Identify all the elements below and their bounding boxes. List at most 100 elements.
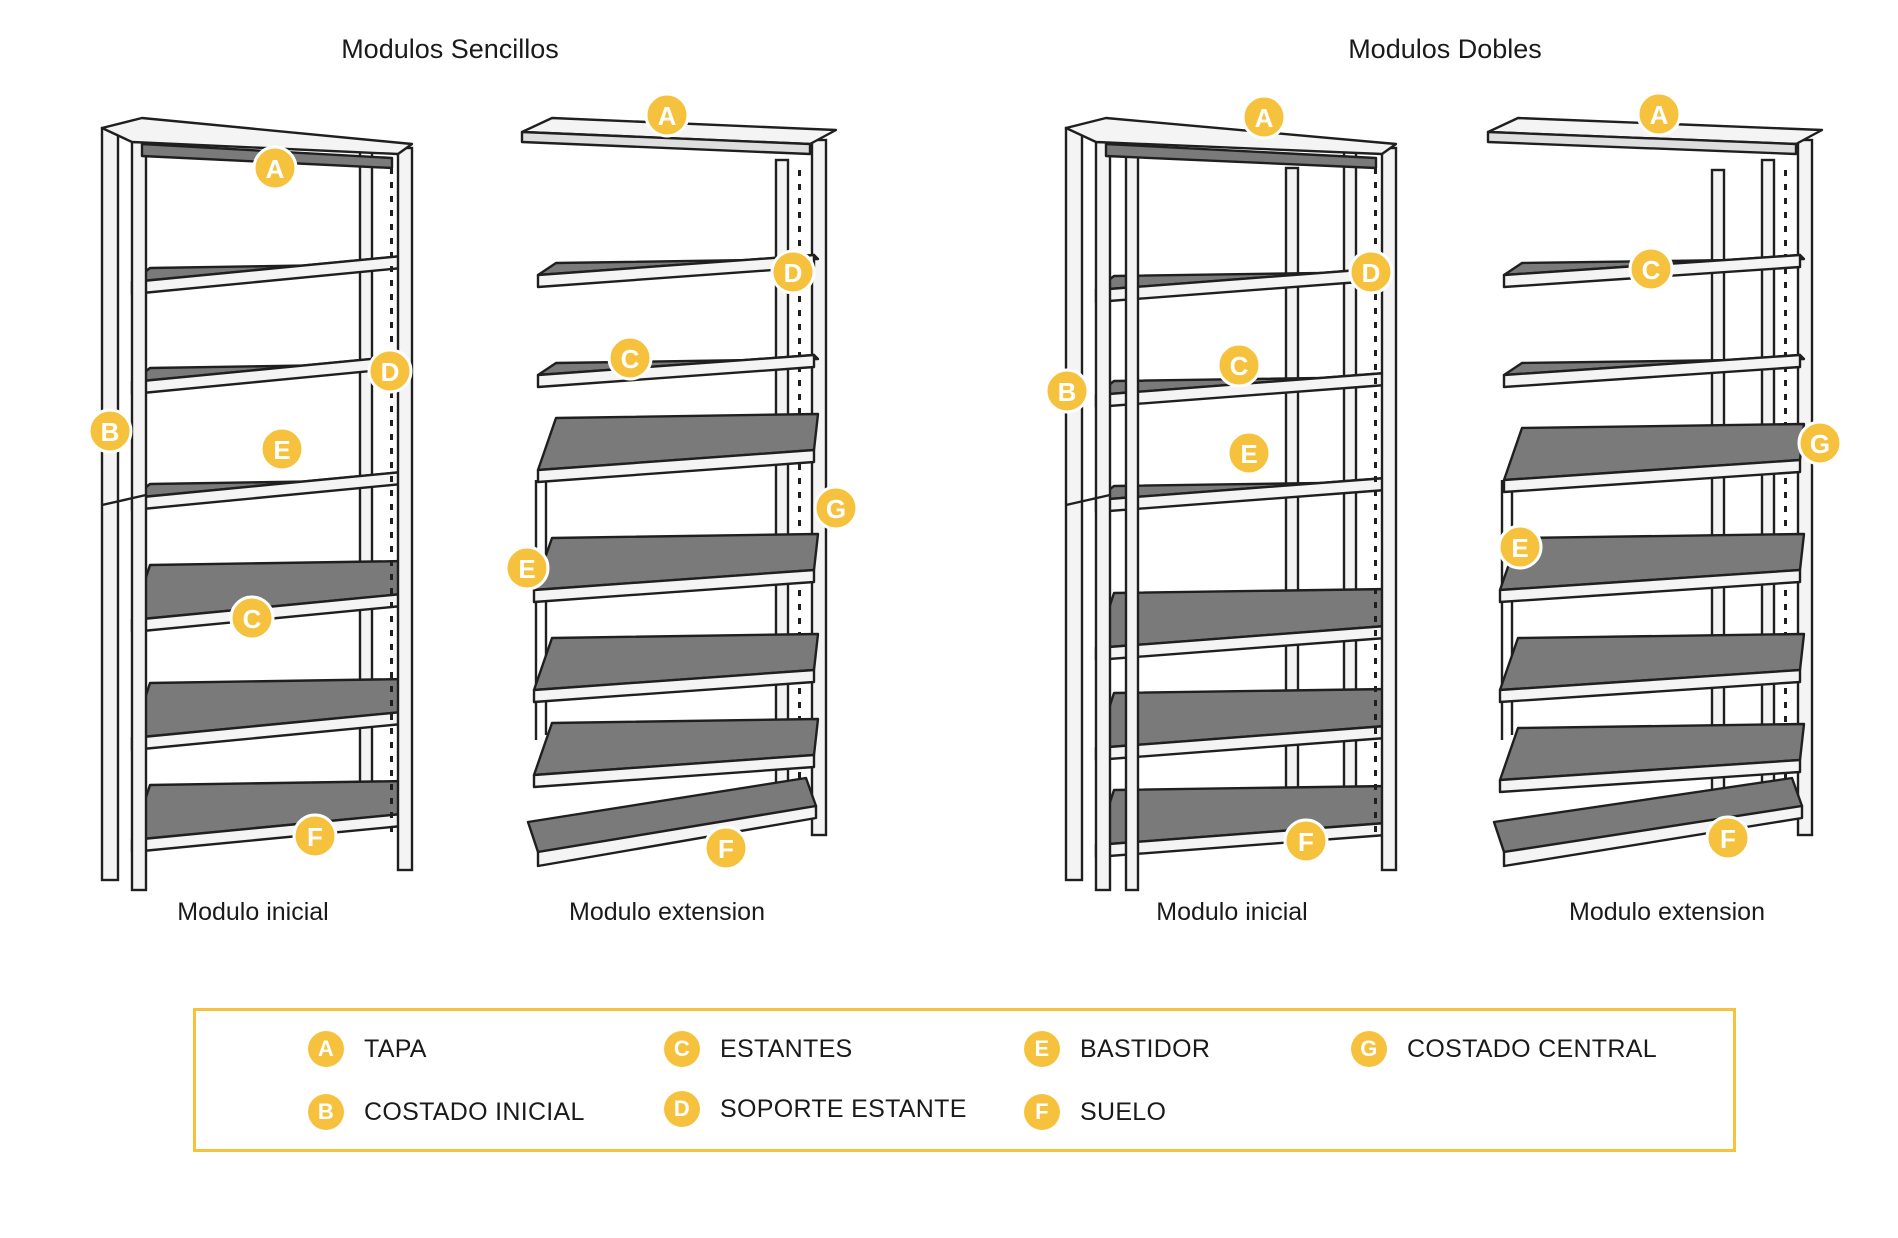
doble-inicial-holes	[1374, 182, 1377, 188]
doble-extension-holes	[1784, 408, 1787, 414]
callout-letter: G	[1810, 429, 1830, 459]
callout-b: B	[1044, 368, 1090, 414]
callout-a: A	[644, 92, 690, 138]
sencillo-inicial-holes	[390, 224, 393, 230]
doble-inicial-holes	[1374, 630, 1377, 636]
doble-inicial-holes	[1374, 224, 1377, 230]
doble-inicial-holes	[1374, 742, 1377, 748]
legend-label: SOPORTE ESTANTE	[720, 1094, 967, 1123]
doble-inicial-holes	[1374, 350, 1377, 356]
callout-letter: A	[1255, 103, 1274, 133]
doble-extension-holes	[1784, 324, 1787, 330]
sencillo-inicial-front-post-inner	[130, 140, 148, 892]
doble-inicial-holes	[1374, 322, 1377, 328]
sencillo-inicial-holes	[390, 518, 393, 524]
doble-extension-holes	[1784, 716, 1787, 722]
doble-inicial-holes	[1374, 756, 1377, 762]
sencillo-inicial-holes	[390, 490, 393, 496]
doble-extension-cap-edge	[1486, 130, 1798, 156]
label-sencillo-inicial: Modulo inicial	[177, 898, 329, 926]
callout-d: D	[770, 249, 816, 295]
sencillo-inicial-holes	[390, 742, 393, 748]
doble-inicial-holes	[1374, 434, 1377, 440]
legend-badge: A	[308, 1031, 344, 1067]
sencillo-inicial-holes	[390, 686, 393, 692]
callout-a: A	[1241, 94, 1287, 140]
doble-inicial-holes	[1374, 602, 1377, 608]
doble-extension-holes	[1784, 604, 1787, 610]
sencillo-inicial-holes	[390, 728, 393, 734]
doble-extension-holes	[1784, 520, 1787, 526]
sencillo-extension-holes	[798, 702, 801, 708]
sencillo-inicial-holes	[390, 616, 393, 622]
label-doble-inicial: Modulo inicial	[1156, 898, 1308, 926]
label-doble-extension: Modulo extension	[1569, 898, 1765, 926]
doble-inicial-holes	[1374, 770, 1377, 776]
sencillo-inicial-right-post	[396, 146, 414, 872]
sencillo-extension-holes	[798, 604, 801, 610]
doble-inicial-holes	[1374, 476, 1377, 482]
sencillo-inicial-holes	[390, 812, 393, 818]
sencillo-inicial-holes	[390, 784, 393, 790]
sencillo-inicial-holes	[390, 210, 393, 216]
callout-circle	[770, 249, 816, 295]
callout-c: C	[229, 595, 275, 641]
callout-c: C	[1216, 342, 1262, 388]
callout-e: E	[504, 545, 550, 591]
callout-d: D	[367, 348, 413, 394]
doble-extension-holes	[1784, 688, 1787, 694]
sencillo-inicial-holes	[390, 420, 393, 426]
doble-inicial-holes	[1374, 238, 1377, 244]
sencillo-inicial-holes	[390, 546, 393, 552]
sencillo-inicial-holes	[390, 448, 393, 454]
sencillo-inicial-holes	[390, 434, 393, 440]
sencillo-inicial-holes	[390, 266, 393, 272]
sencillo-extension-holes	[798, 310, 801, 316]
legend-badge: B	[308, 1094, 344, 1130]
doble-extension-holes	[1784, 282, 1787, 288]
sencillo-extension-holes	[798, 478, 801, 484]
legend-label: ESTANTES	[720, 1034, 853, 1063]
callout-circle	[1628, 246, 1674, 292]
sencillo-inicial-holes	[390, 770, 393, 776]
sencillo-inicial-holes	[390, 392, 393, 398]
legend-item-tapa: A TAPA	[308, 1031, 427, 1067]
doble-extension-holes	[1784, 772, 1787, 778]
doble-inicial-holes	[1374, 210, 1377, 216]
legend-item-estantes: C ESTANTES	[664, 1031, 853, 1067]
sencillo-extension-holes	[798, 380, 801, 386]
doble-inicial-holes	[1374, 644, 1377, 650]
doble-extension-holes	[1784, 268, 1787, 274]
callout-circle	[229, 595, 275, 641]
legend-item-costado-inicial: B COSTADO INICIAL	[308, 1094, 585, 1130]
sencillo-inicial-holes	[390, 168, 393, 174]
callout-letter: F	[307, 822, 323, 852]
sencillo-inicial-holes	[390, 252, 393, 258]
doble-inicial-holes	[1374, 364, 1377, 370]
callout-letter: D	[381, 357, 400, 387]
doble-extension-holes	[1784, 394, 1787, 400]
callout-circle	[259, 426, 305, 472]
doble-extension-shelf-0-lip	[1498, 758, 1802, 794]
callout-letter: A	[266, 154, 285, 184]
doble-inicial-holes	[1374, 714, 1377, 720]
callout-a: A	[252, 145, 298, 191]
doble-inicial-holes	[1374, 574, 1377, 580]
sencillo-extension-holes	[798, 170, 801, 176]
doble-extension-holes	[1784, 702, 1787, 708]
callout-circle	[252, 145, 298, 191]
doble-inicial-holes	[1374, 392, 1377, 398]
callout-letter: C	[1642, 255, 1661, 285]
callout-a: A	[1636, 91, 1682, 137]
doble-inicial-holes	[1374, 658, 1377, 664]
callout-g: G	[1797, 420, 1843, 466]
callout-g: G	[813, 485, 859, 531]
sencillo-extension-shelf-1-lip	[532, 668, 816, 704]
doble-extension-holes	[1784, 296, 1787, 302]
callout-letter: G	[826, 494, 846, 524]
doble-inicial-holes	[1374, 812, 1377, 818]
doble-extension-holes	[1784, 380, 1787, 386]
doble-inicial-side-post	[1124, 148, 1140, 892]
callout-e: E	[1497, 524, 1543, 570]
legend-item-costado-central: G COSTADO CENTRAL	[1351, 1031, 1657, 1067]
